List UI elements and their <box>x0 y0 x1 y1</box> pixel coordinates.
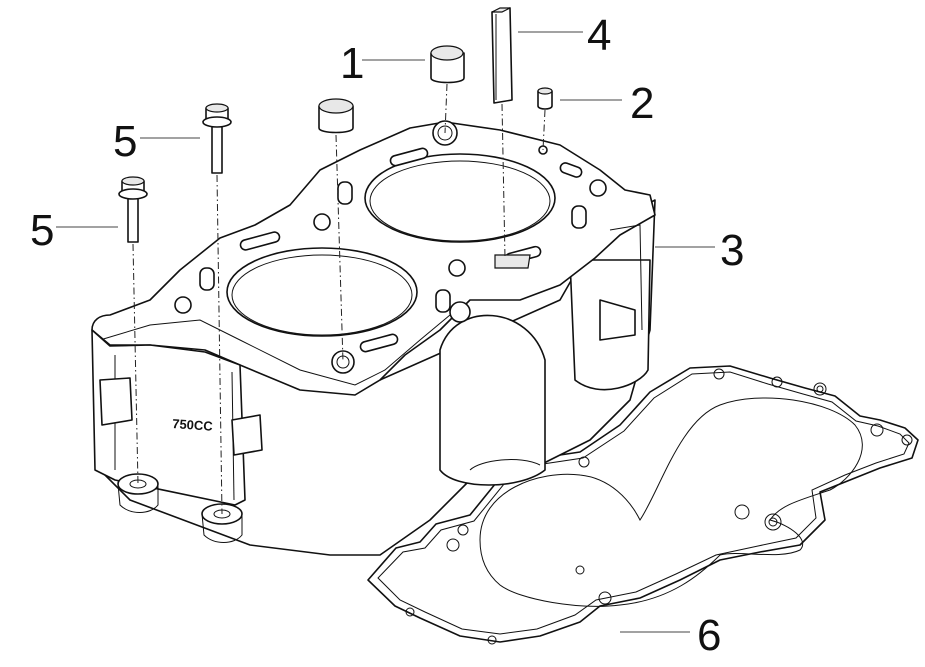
dowel-sleeve-rear <box>430 45 465 84</box>
leader-lines <box>56 31 715 633</box>
dowel-pin <box>537 87 553 110</box>
chain-guide <box>491 7 513 104</box>
callout-2: 2 <box>630 79 654 128</box>
dowel-sleeve-front <box>318 98 354 134</box>
bolt-front <box>118 176 148 243</box>
callout-3: 3 <box>720 226 744 275</box>
callout-4: 4 <box>587 11 611 60</box>
callout-6: 6 <box>697 611 721 660</box>
cylinder-marking: 750CC <box>172 416 214 434</box>
bolt-rear <box>202 103 232 174</box>
cylinder-block: 750CC <box>91 120 656 556</box>
callout-5-rear-bolt: 5 <box>113 117 137 166</box>
callout-1: 1 <box>340 39 364 88</box>
callout-5-front-bolt: 5 <box>30 206 54 255</box>
assembly-center-lines <box>132 83 546 515</box>
